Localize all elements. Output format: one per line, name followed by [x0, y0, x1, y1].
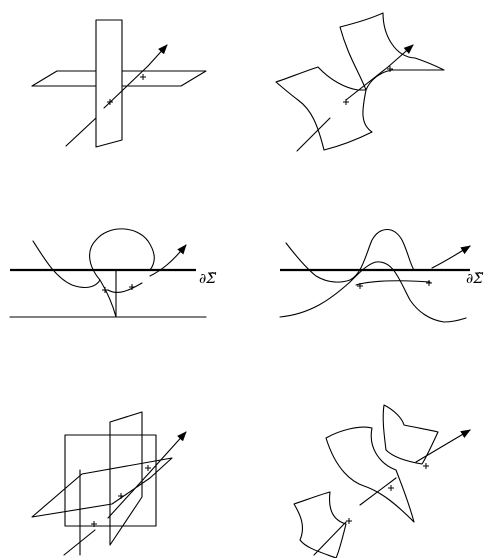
crossing-curve: [108, 283, 142, 292]
normal-arrow: [150, 432, 186, 472]
upper-twisted-sheet: [383, 405, 438, 464]
normal-line-mid: [346, 67, 388, 100]
intersection-point-mark: [346, 518, 352, 524]
panel-twisted-sheets: [294, 405, 470, 558]
bubble-surface: [33, 229, 154, 288]
normal-arrow: [150, 245, 186, 276]
normal-arrow: [432, 246, 470, 268]
intersection-point-mark: [388, 485, 394, 491]
panel-boundary-wave: ∂Σ̃: [280, 230, 483, 323]
normal-arrow: [148, 45, 167, 66]
normal-line-mid: [108, 472, 150, 518]
normal-line: [314, 522, 346, 555]
intersection-point-mark: [140, 74, 146, 80]
lower-curved-sheet: [276, 67, 372, 150]
boundary-label: ∂Σ̃: [466, 271, 483, 287]
normal-line: [297, 118, 330, 151]
normal-arrow: [388, 45, 413, 67]
boundary-label: ∂Σ̃: [199, 271, 216, 287]
vertical-plane: [96, 20, 122, 147]
panel-intersecting-planes: [32, 412, 186, 555]
left-wave-curve: [286, 230, 414, 283]
upper-curved-sheet: [340, 13, 444, 90]
crossing-curve: [356, 281, 430, 285]
middle-twisted-sheet: [326, 427, 414, 522]
panel-boundary-bubble: ∂Σ̃: [10, 229, 216, 317]
intersection-point-mark: [423, 463, 429, 469]
panel-curved-sheets: [276, 13, 444, 151]
intersection-point-mark: [145, 465, 151, 471]
horizontal-plane: [32, 458, 172, 517]
bubble-inner-fold: [100, 270, 150, 317]
panel-transverse-planes: [32, 20, 206, 147]
intersection-point-mark: [343, 99, 349, 105]
slanted-plane: [110, 412, 142, 545]
horizontal-plane: [32, 71, 206, 86]
normal-arrow: [416, 430, 470, 462]
normal-line: [66, 118, 96, 146]
intersection-point-mark: [118, 493, 124, 499]
intersection-point-mark: [426, 280, 432, 286]
